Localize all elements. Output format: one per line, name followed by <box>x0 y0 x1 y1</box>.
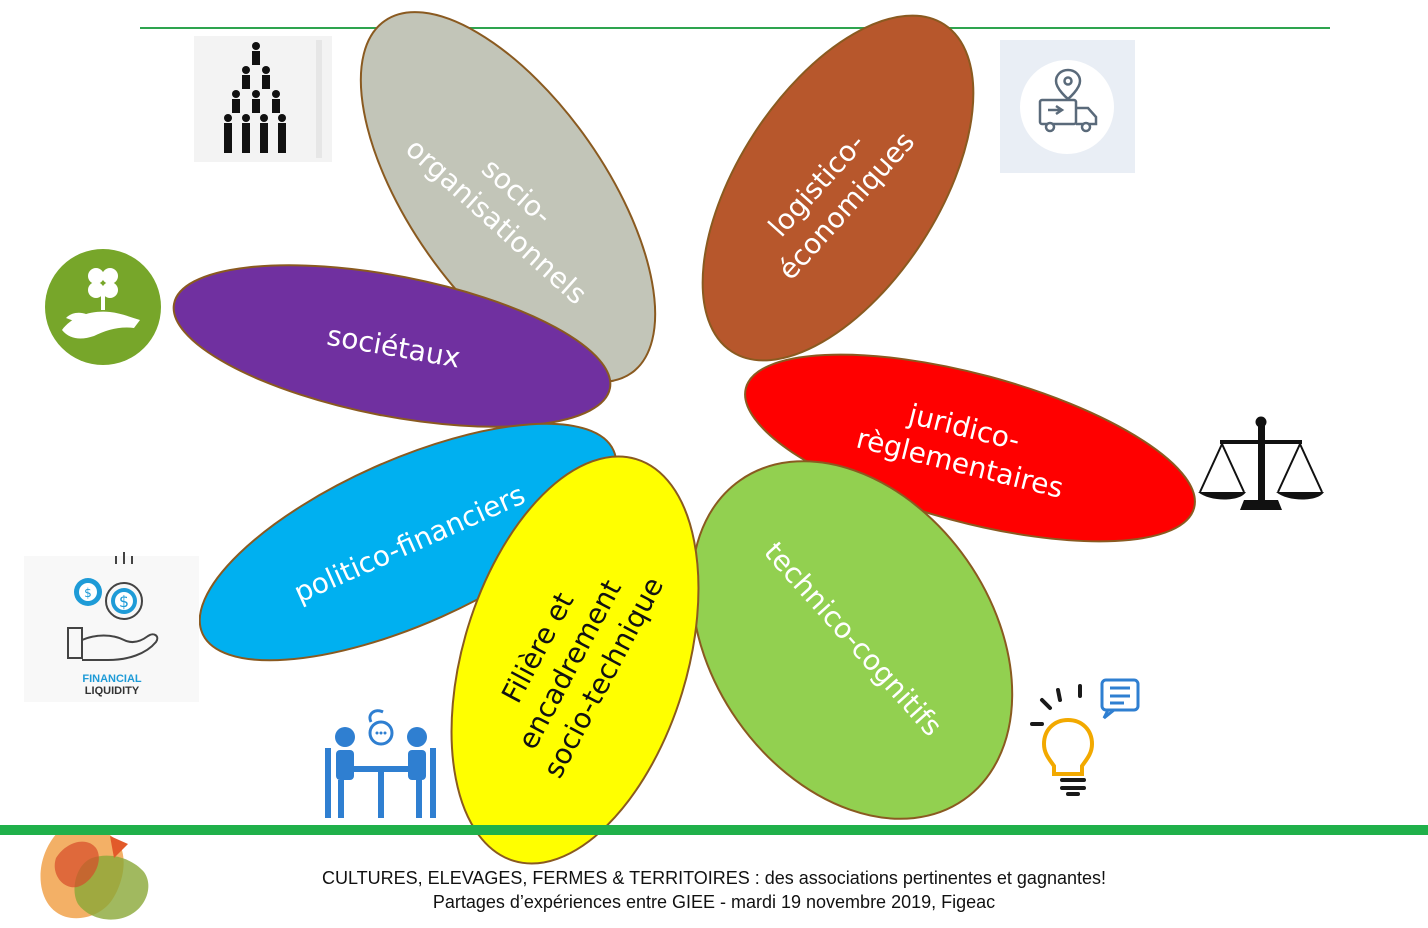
liquidity-label: LIQUIDITY <box>85 685 140 697</box>
svg-text:$: $ <box>84 586 92 600</box>
financial-liquidity-icon: $ $ FINANCIAL LIQUIDITY <box>24 552 199 702</box>
petal-filiere-encadrement: Filière et encadrement socio-technique <box>450 455 700 865</box>
people-pyramid-icon <box>194 36 332 162</box>
clover-hand-icon <box>45 249 161 365</box>
footer-subtitle: Partages d’expériences entre GIEE - mard… <box>432 892 996 912</box>
organization-logo <box>40 827 149 920</box>
petal-juridico-reglementaires: juridico- règlementaires <box>744 353 1196 543</box>
lightbulb-idea-icon <box>1030 678 1140 796</box>
financial-label: FINANCIAL <box>82 673 142 685</box>
petal-logistico-economiques: logistico- économiques <box>701 14 975 362</box>
scales-icon <box>1198 416 1324 510</box>
bottom-divider <box>0 825 1428 835</box>
top-divider <box>140 27 1330 29</box>
petal-societaux: sociétaux <box>172 264 612 428</box>
footer-title: CULTURES, ELEVAGES, FERMES & TERRITOIRES… <box>322 868 1106 888</box>
petal-technico-cognitifs: technico-cognitifs <box>690 460 1014 820</box>
delivery-truck-icon <box>1000 40 1135 173</box>
meeting-icon <box>325 709 436 818</box>
svg-text:$: $ <box>119 592 129 611</box>
